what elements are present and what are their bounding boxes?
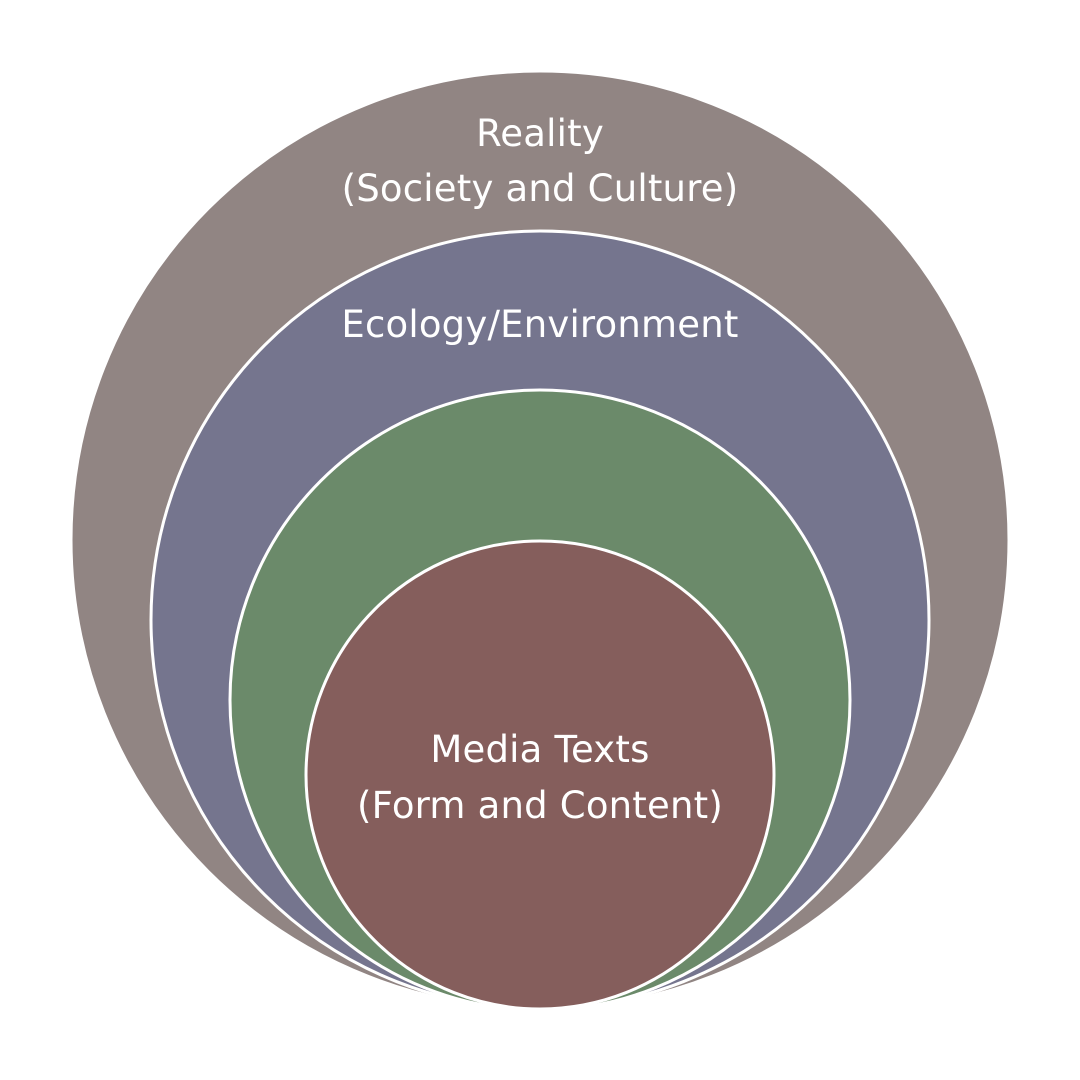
- ecology-label: Ecology/Environment: [341, 303, 738, 346]
- reality-label-line-1: Reality: [476, 112, 604, 155]
- reality-label-line-2: (Society and Culture): [342, 167, 739, 210]
- media-label-line-2: (Form and Content): [357, 784, 723, 827]
- media-circle: [304, 539, 776, 1011]
- media-label-line-1: Media Texts: [430, 728, 649, 771]
